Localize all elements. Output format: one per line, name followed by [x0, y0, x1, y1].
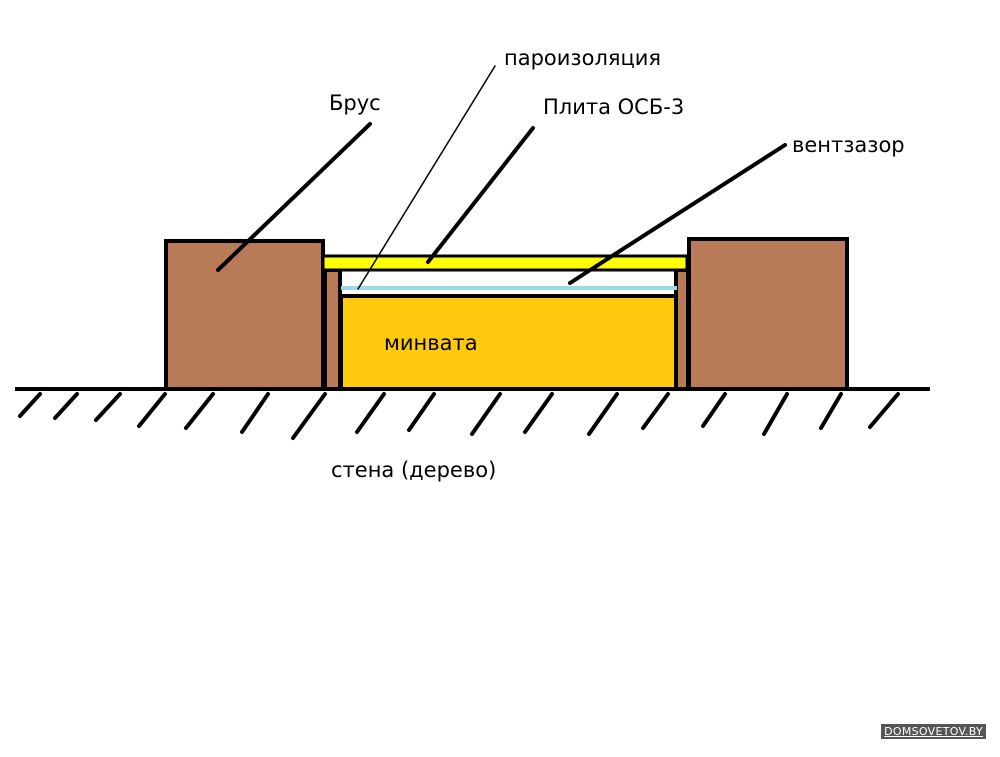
beam-left [164, 239, 325, 391]
label-osb-board: Плита ОСБ-3 [543, 95, 685, 119]
watermark: DOMSOVETOV.BY [881, 724, 986, 739]
batten-left [323, 268, 342, 391]
mineral-wool [339, 294, 678, 391]
label-wall: стена (дерево) [331, 458, 497, 482]
wall-hatching [18, 392, 900, 440]
leader-beam [216, 122, 372, 272]
label-vent-gap: вентзазор [792, 133, 905, 157]
label-mineral-wool: минвата [384, 331, 478, 355]
leader-osb-board [426, 126, 535, 264]
leader-vent-gap [568, 143, 787, 285]
beam-right [687, 237, 849, 391]
leader-vapor-barrier [357, 65, 496, 290]
label-vapor-barrier: пароизоляция [504, 46, 662, 70]
label-beam: Брус [329, 91, 381, 115]
